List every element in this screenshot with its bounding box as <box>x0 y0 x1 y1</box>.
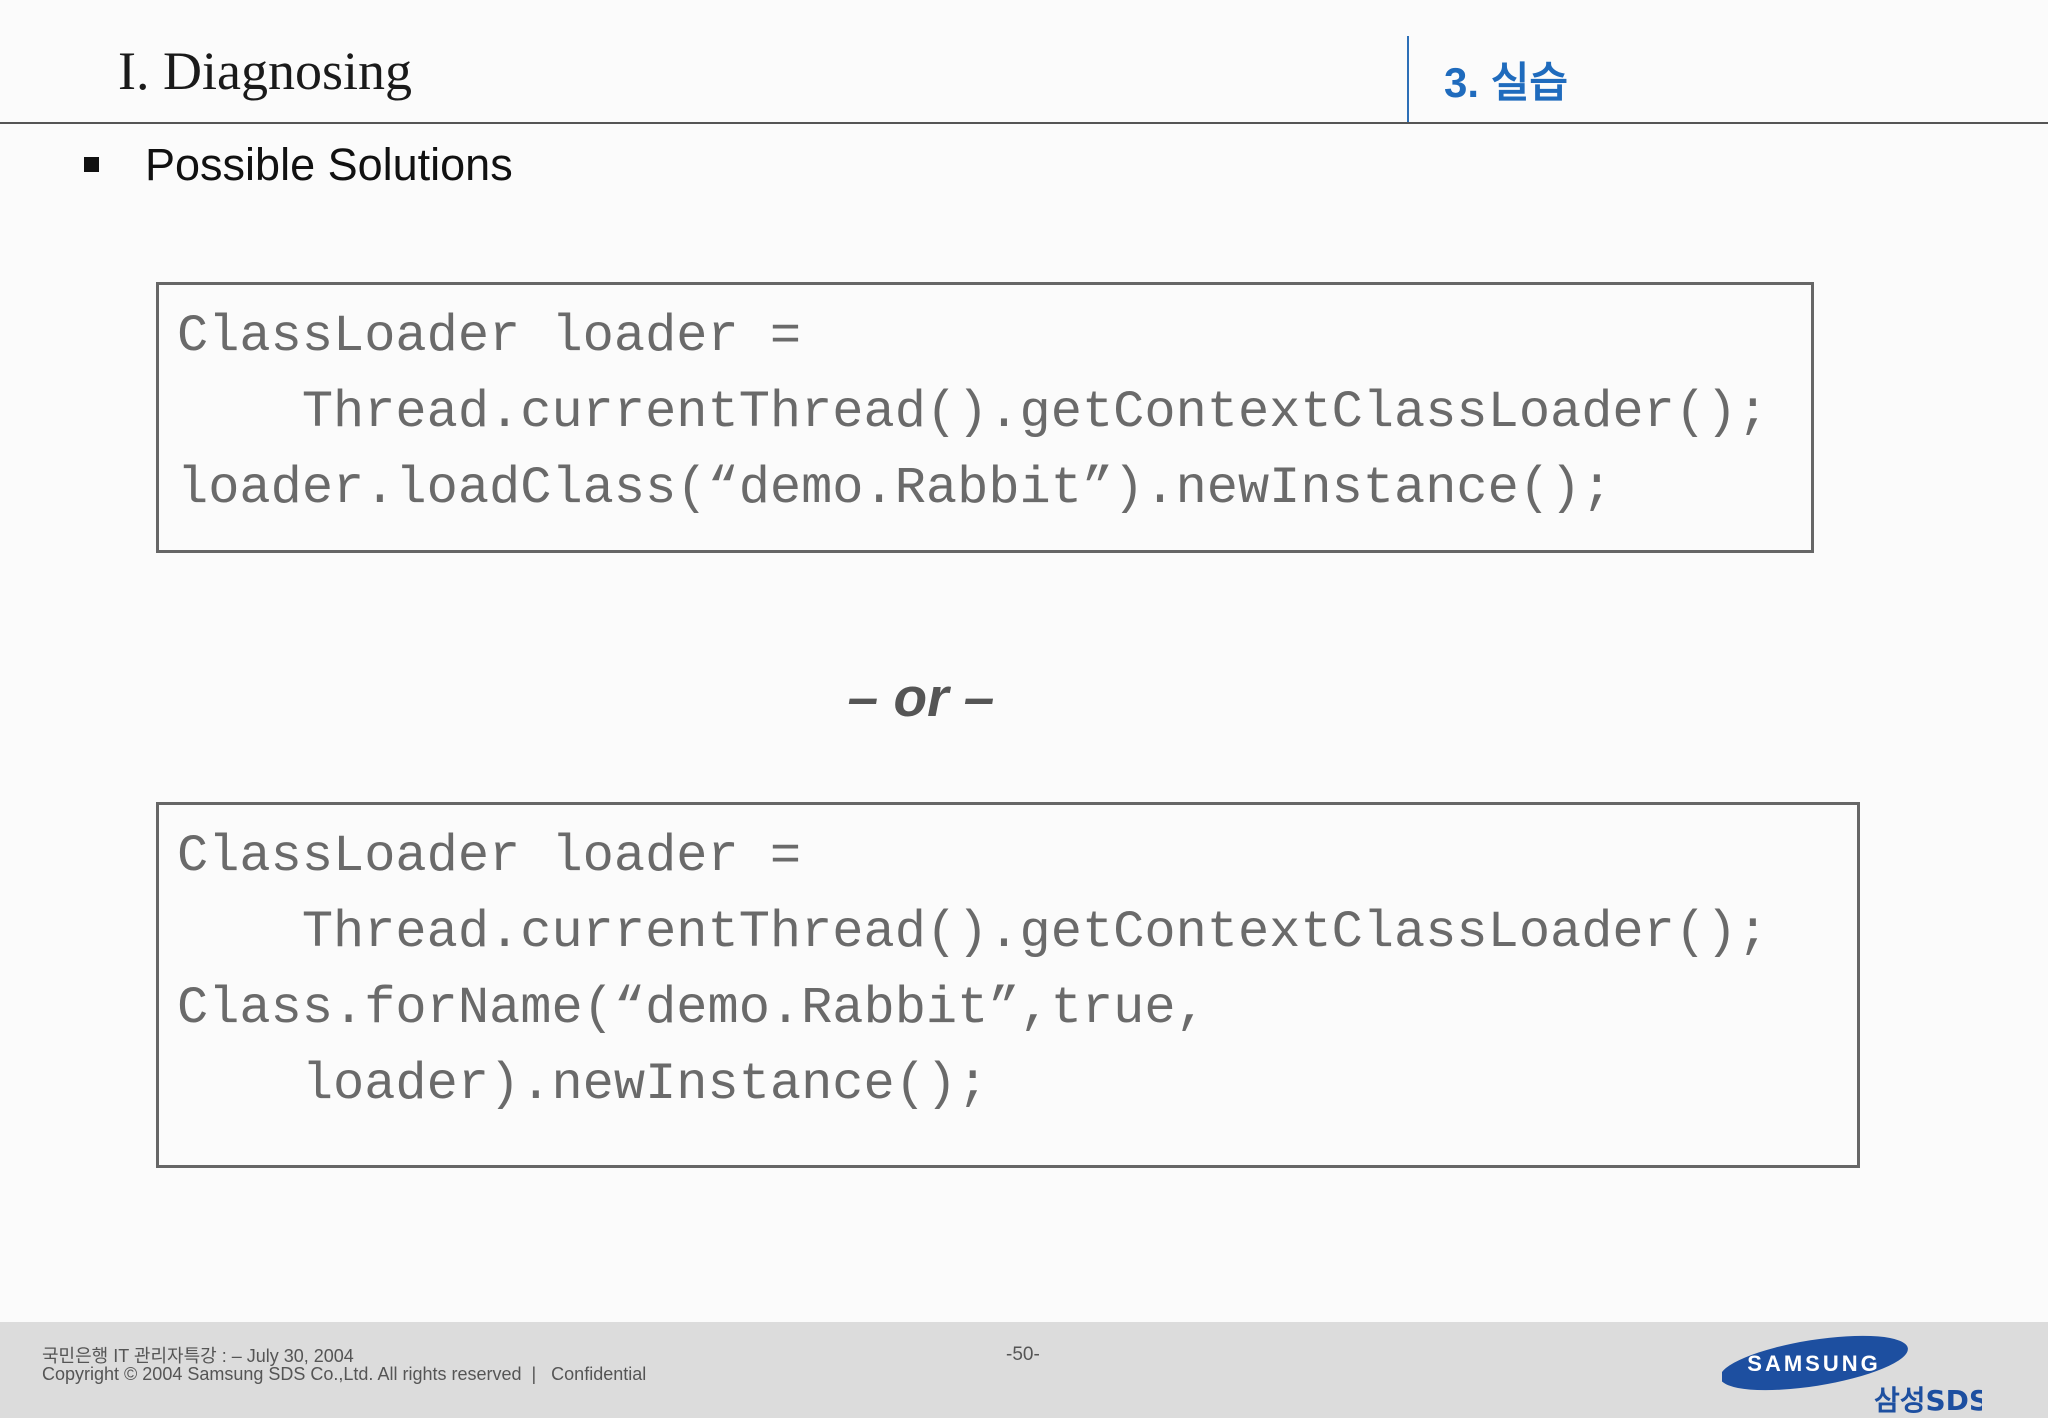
page-number: -50- <box>1006 1344 1040 1365</box>
section-label: 3. 실습 <box>1444 59 1568 106</box>
bullet-text: Possible Solutions <box>145 139 513 190</box>
slide-title: I. Diagnosing <box>118 41 412 101</box>
code-block-1: ClassLoader loader = Thread.currentThrea… <box>156 282 1814 553</box>
header-rule <box>0 122 2048 124</box>
code-line: Thread.currentThread().getContextClassLo… <box>177 383 1769 442</box>
code-block-2: ClassLoader loader = Thread.currentThrea… <box>156 802 1860 1168</box>
samsung-sds-logo: SAMSUNG 삼성SDS <box>1722 1335 1982 1416</box>
code-line: Class.forName(“demo.Rabbit”,true, <box>177 979 1207 1038</box>
code-line: ClassLoader loader = <box>177 827 802 886</box>
code-line: Thread.currentThread().getContextClassLo… <box>177 903 1769 962</box>
or-separator: – or – <box>847 666 995 728</box>
code-line: loader).newInstance(); <box>177 1055 989 1114</box>
footer: 국민은행 IT 관리자특강 : – July 30, 2004 Copyrigh… <box>0 1322 2048 1418</box>
logo-sub-text: 삼성SDS <box>1874 1384 1982 1416</box>
code-line: loader.loadClass(“demo.Rabbit”).newInsta… <box>177 459 1613 518</box>
bullet-square-icon <box>84 157 99 172</box>
logo-brand-text: SAMSUNG <box>1747 1351 1880 1376</box>
header-divider <box>1407 36 1409 122</box>
footer-event-text: 국민은행 IT 관리자특강 : – July 30, 2004 <box>42 1346 354 1366</box>
code-line: ClassLoader loader = <box>177 307 802 366</box>
footer-copyright: Copyright © 2004 Samsung SDS Co.,Ltd. Al… <box>42 1364 647 1384</box>
